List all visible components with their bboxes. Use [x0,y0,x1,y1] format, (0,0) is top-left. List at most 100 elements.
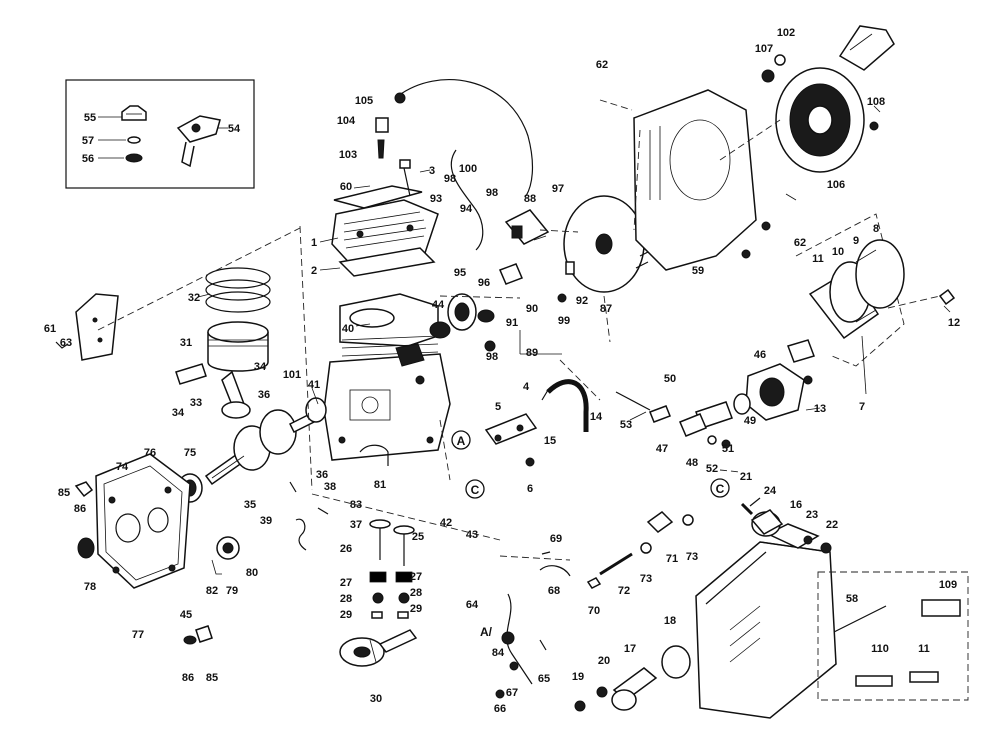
part-label: 18 [664,615,676,627]
muffler-group [695,497,837,719]
part-label: 51 [722,443,734,455]
part-label: 99 [558,315,570,327]
part-label: 16 [790,499,802,511]
part-label: 74 [116,461,129,473]
part-label: 33 [190,397,202,409]
part-label: 34 [254,361,267,373]
ref-marker-c: C [471,483,480,497]
part-label: 8 [873,223,879,235]
part-label: 91 [506,317,518,329]
part-label: 32 [188,292,200,304]
part-label: 35 [244,499,256,511]
part-label: 98 [444,173,456,185]
part-label: 11 [812,253,824,265]
crankshaft-group [204,397,327,486]
part-label: 29 [340,609,352,621]
part-label: 6 [527,483,533,495]
part-label: 68 [548,585,560,597]
part-label: 61 [44,323,56,335]
part-label: 21 [740,471,752,483]
part-label: 34 [172,407,185,419]
part-label: 105 [355,95,373,107]
part-label: 66 [494,703,506,715]
part-label: 104 [337,115,356,127]
part-label: 17 [624,643,636,655]
piston-rings-group [175,267,271,419]
ignition-module-group [429,149,575,352]
part-label: 85 [206,672,218,684]
part-label: 52 [706,463,718,475]
part-label: 42 [440,517,452,529]
part-label: 86 [182,672,194,684]
crankcase-cover-group [74,453,191,589]
part-label: 40 [342,323,354,335]
part-label: 7 [859,401,865,413]
part-label: 57 [82,135,94,147]
flywheel-87 [563,195,655,293]
part-label: 31 [180,337,192,349]
breather-assembly [484,413,538,467]
part-label: 93 [430,193,442,205]
part-label: 46 [754,349,766,361]
part-label: 55 [84,112,96,124]
part-label: 47 [656,443,668,455]
part-label: 95 [454,267,466,279]
part-label: 50 [664,373,676,385]
part-label: 79 [226,585,238,597]
part-label: 64 [466,599,479,611]
part-number-labels: 1 2 3 4 5 6 7 8 9 10 11 11 12 13 14 15 1… [44,27,960,715]
part-label: 63 [60,337,72,349]
part-label: 27 [410,571,422,583]
part-label: 36 [316,469,328,481]
part-label: 14 [590,411,603,423]
part-label: 100 [459,163,477,175]
spark-plug-group [375,79,534,197]
part-label: 1 [311,237,317,249]
part-label: 23 [806,509,818,521]
part-label: 25 [412,531,424,543]
part-label: 26 [340,543,352,555]
carburetor-46 [745,339,815,421]
part-label: 62 [596,59,608,71]
part-label: 76 [144,447,156,459]
ref-marker-a: A [457,434,466,448]
inset-fuel-cap-group [65,79,255,189]
part-label: 13 [814,403,826,415]
part-label: 88 [524,193,536,205]
part-label: 89 [526,347,538,359]
part-label: 5 [495,401,501,413]
part-label: 58 [846,593,858,605]
part-label: 87 [600,303,612,315]
part-label: 69 [550,533,562,545]
crankcase-block [323,293,451,461]
part-label: 27 [340,577,352,589]
part-label: 53 [620,419,632,431]
part-label: 9 [853,235,859,247]
part-label: 19 [572,671,584,683]
part-label: 101 [283,369,301,381]
part-label: 43 [466,529,478,541]
part-label: 77 [132,629,144,641]
part-label: 41 [308,379,320,391]
part-label: 92 [576,295,588,307]
part-label: 98 [486,187,498,199]
part-label: 38 [324,481,336,493]
ref-marker-a: A/ [480,625,493,639]
part-label: 108 [867,96,885,108]
label-ticks [197,105,951,421]
governor-linkage-group [495,511,694,699]
part-label: 2 [311,265,317,277]
part-label: 67 [506,687,518,699]
intake-manifold-group [615,391,751,449]
part-label: 24 [764,485,777,497]
part-label: 22 [826,519,838,531]
part-label: 106 [827,179,845,191]
part-label: 81 [374,479,386,491]
part-label: 59 [692,265,704,277]
part-label: 29 [410,603,422,615]
part-label: 3 [429,165,435,177]
part-label: 90 [526,303,538,315]
part-label: 96 [478,277,490,289]
part-label: 49 [744,415,756,427]
part-label: 70 [588,605,600,617]
